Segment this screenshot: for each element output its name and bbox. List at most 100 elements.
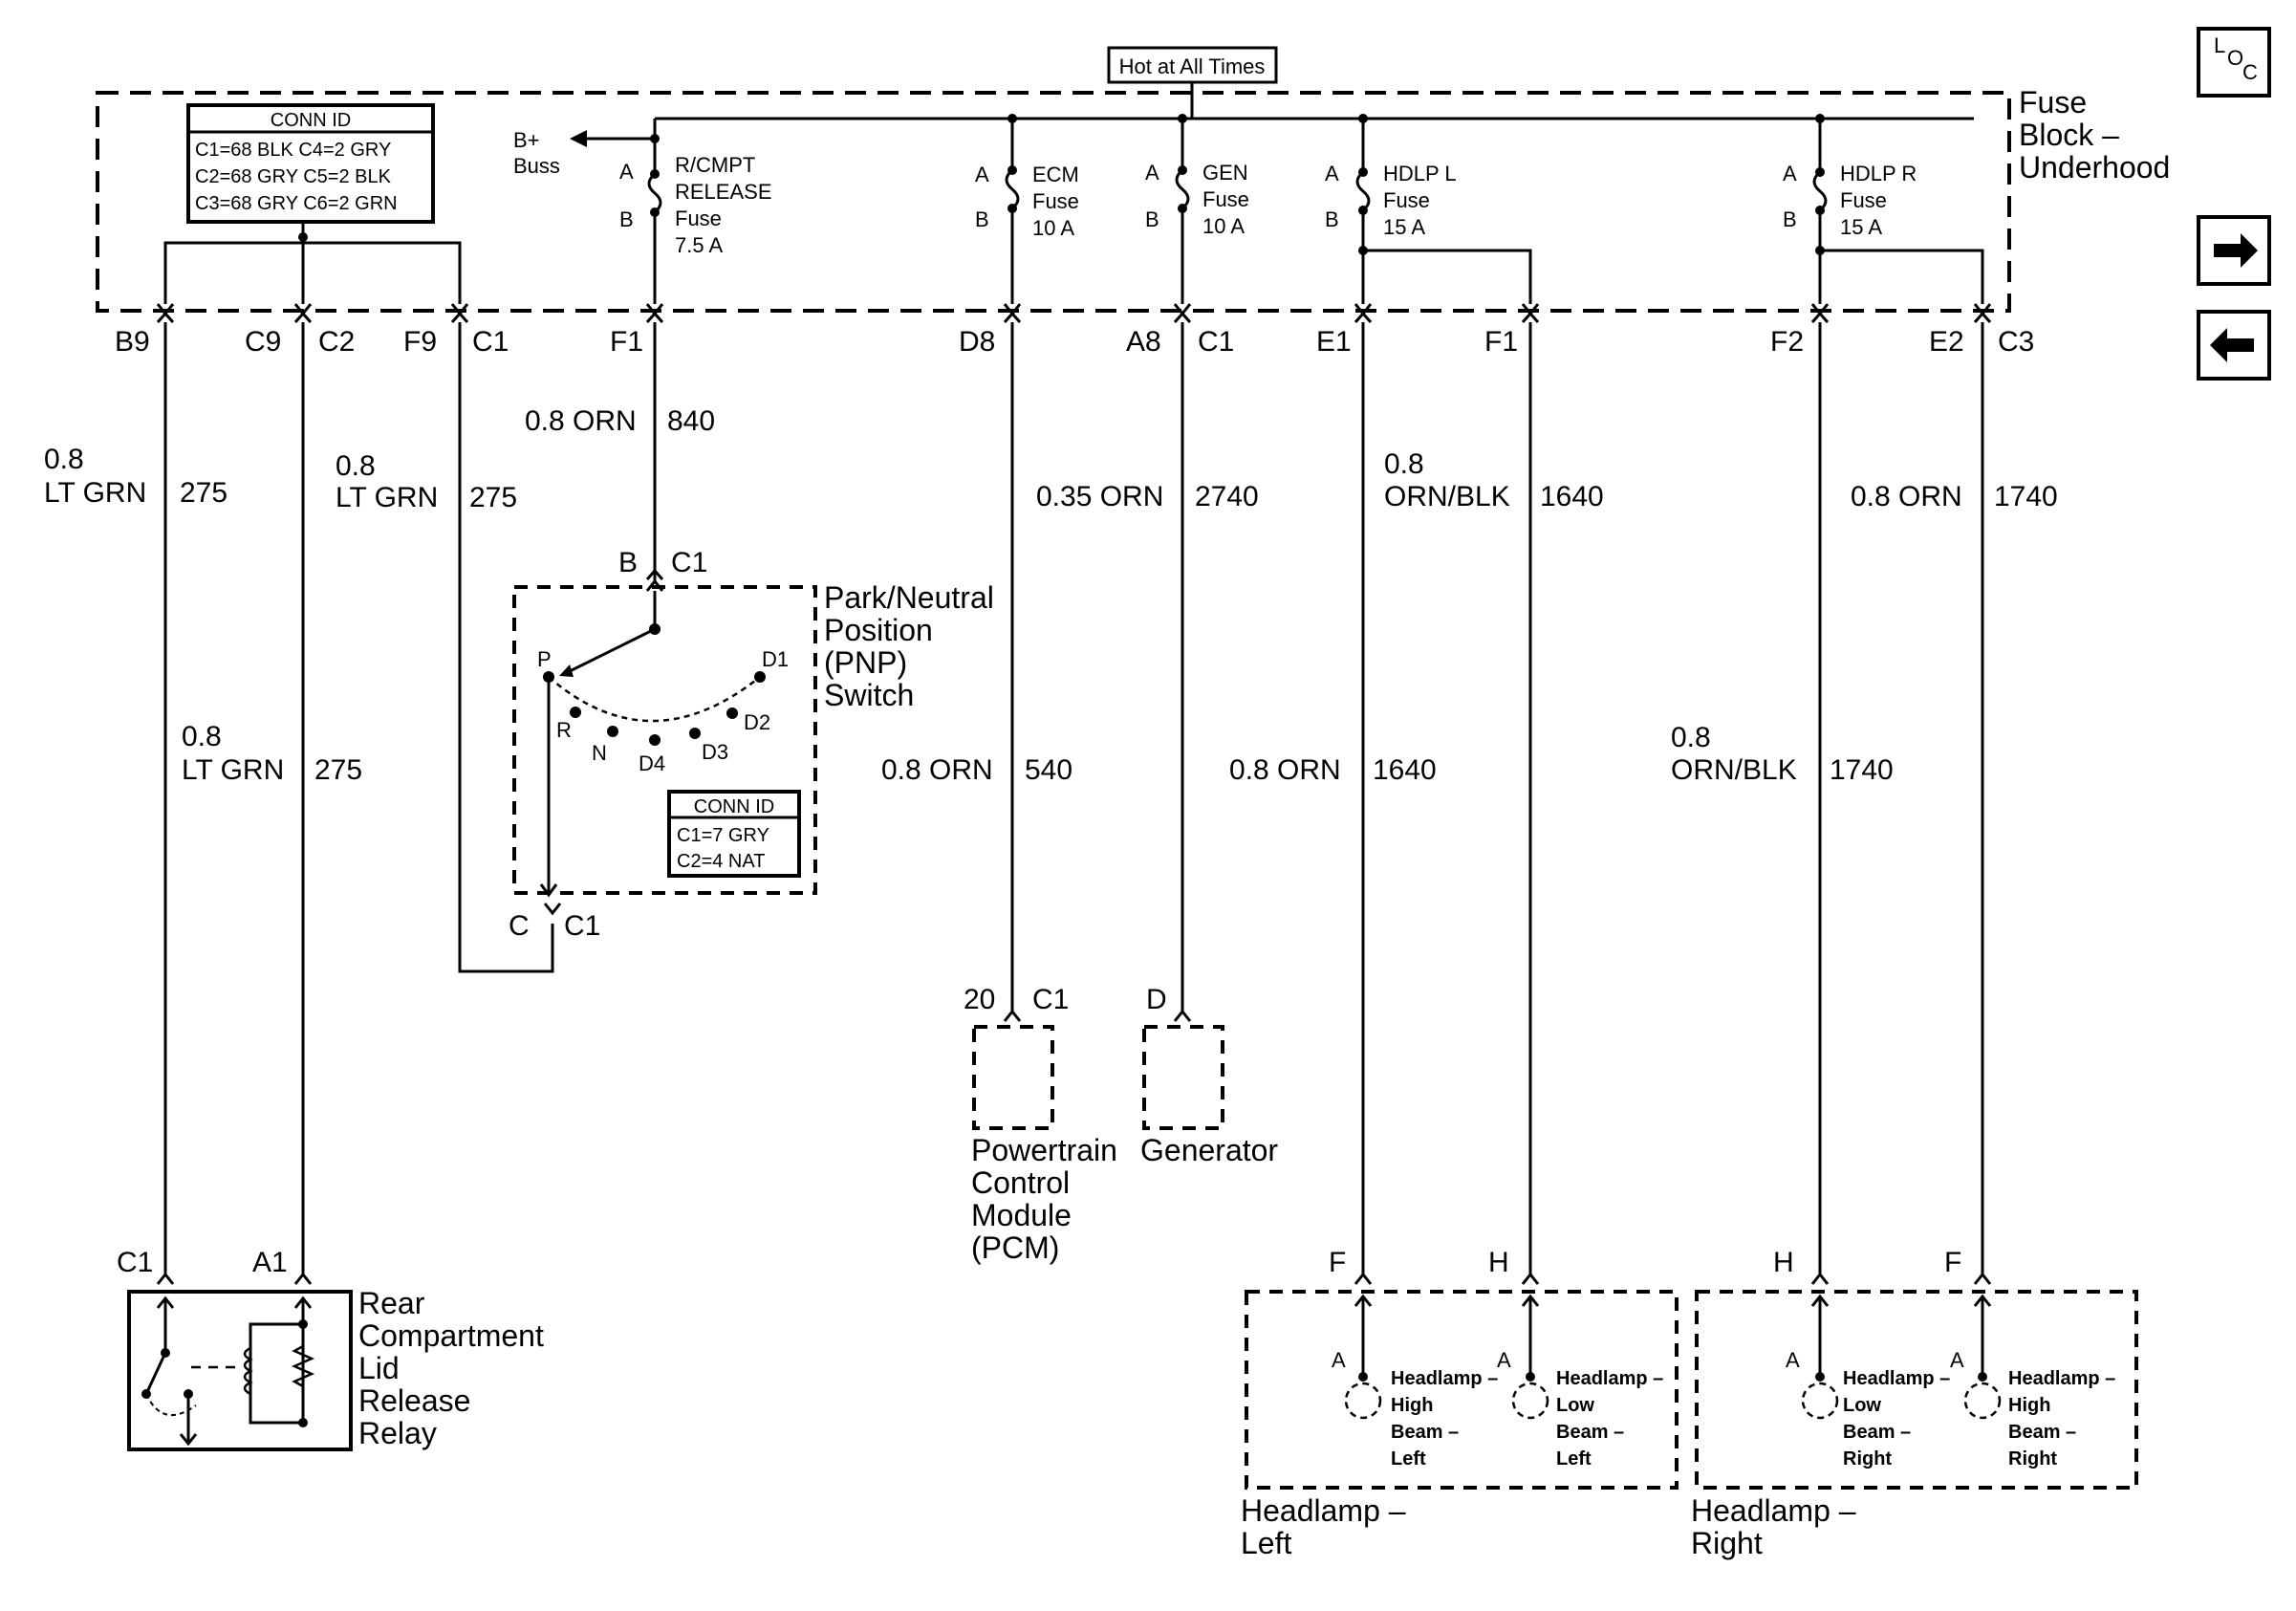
svg-text:Compartment: Compartment bbox=[358, 1318, 544, 1353]
svg-text:0.8: 0.8 bbox=[182, 721, 222, 752]
svg-text:Headlamp –: Headlamp – bbox=[1691, 1493, 1856, 1528]
svg-text:Right: Right bbox=[2008, 1448, 2057, 1469]
wire-275-f9 bbox=[458, 322, 554, 973]
svg-text:D4: D4 bbox=[639, 751, 665, 775]
svg-text:Park/Neutral: Park/Neutral bbox=[824, 580, 994, 615]
lamp-icon bbox=[1801, 1382, 1839, 1420]
svg-text:Headlamp –: Headlamp – bbox=[1241, 1493, 1406, 1528]
svg-text:B: B bbox=[975, 207, 989, 231]
lamp-icon bbox=[1511, 1382, 1549, 1420]
svg-text:20: 20 bbox=[964, 984, 995, 1015]
headlamp-right: H F A A Headlamp – Low Beam – Right Head… bbox=[1691, 1247, 2138, 1560]
svg-text:A8: A8 bbox=[1126, 326, 1161, 358]
svg-text:275: 275 bbox=[180, 477, 227, 509]
svg-text:C2: C2 bbox=[318, 326, 355, 358]
svg-text:Lid: Lid bbox=[358, 1351, 400, 1385]
svg-text:Hot at All Times: Hot at All Times bbox=[1119, 54, 1266, 78]
svg-text:D8: D8 bbox=[959, 326, 995, 358]
svg-text:275: 275 bbox=[469, 482, 517, 513]
fuse-hdlp-l: A B HDLP L Fuse 15 A bbox=[1325, 114, 1532, 304]
svg-text:B+: B+ bbox=[513, 128, 540, 152]
svg-text:Headlamp –: Headlamp – bbox=[1391, 1368, 1498, 1389]
svg-text:0.8: 0.8 bbox=[336, 450, 376, 482]
svg-text:Low: Low bbox=[1556, 1395, 1594, 1416]
lamp-icon bbox=[1344, 1382, 1382, 1420]
svg-text:C: C bbox=[509, 910, 530, 942]
svg-text:F: F bbox=[1329, 1247, 1346, 1278]
svg-text:Right: Right bbox=[1691, 1526, 1763, 1560]
svg-text:C1=68 BLK C4=2 GRY: C1=68 BLK C4=2 GRY bbox=[195, 140, 391, 161]
svg-text:F1: F1 bbox=[610, 326, 643, 358]
fuse-block-label: Fuse Block – Underhood bbox=[2019, 85, 2170, 185]
svg-text:15 A: 15 A bbox=[1383, 215, 1425, 239]
svg-text:Right: Right bbox=[1843, 1448, 1892, 1469]
pnp-switch-label: Park/Neutral Position (PNP) Switch bbox=[824, 580, 994, 712]
svg-text:Fuse: Fuse bbox=[1383, 188, 1430, 212]
fuse-block-pins: B9 C9 C2 F9 C1 F1 D8 A8 C1 E1 F1 F2 E2 C… bbox=[115, 326, 2034, 358]
svg-text:H: H bbox=[1773, 1247, 1794, 1278]
svg-text:B: B bbox=[1145, 207, 1159, 231]
svg-text:0.8 ORN: 0.8 ORN bbox=[881, 754, 993, 786]
svg-text:CONN ID: CONN ID bbox=[694, 796, 774, 817]
svg-text:E2: E2 bbox=[1929, 326, 1964, 358]
svg-text:Fuse: Fuse bbox=[1840, 188, 1887, 212]
relay-label: Rear Compartment Lid Release Relay bbox=[358, 1286, 544, 1450]
svg-text:10 A: 10 A bbox=[1032, 216, 1074, 240]
svg-text:A: A bbox=[1325, 162, 1339, 185]
svg-text:Fuse: Fuse bbox=[2019, 85, 2087, 120]
svg-text:C1: C1 bbox=[671, 547, 707, 578]
fuse-block-conn-id: CONN ID C1=68 BLK C4=2 GRY C2=68 GRY C5=… bbox=[186, 103, 435, 224]
svg-text:C1: C1 bbox=[564, 910, 600, 942]
svg-text:F2: F2 bbox=[1770, 326, 1804, 358]
powertrain-control-module: 20 C1 Powertrain Control Module (PCM) bbox=[964, 984, 1117, 1265]
svg-text:C2=68 GRY C5=2 BLK: C2=68 GRY C5=2 BLK bbox=[195, 166, 392, 187]
svg-text:Fuse: Fuse bbox=[1032, 189, 1079, 213]
svg-text:A1: A1 bbox=[252, 1247, 288, 1278]
svg-text:0.35 ORN: 0.35 ORN bbox=[1036, 481, 1163, 512]
fuse-rcmpt-release: A B R/CMPT RELEASE Fuse 7.5 A bbox=[619, 119, 772, 304]
svg-text:A: A bbox=[1950, 1348, 1964, 1372]
svg-text:ORN/BLK: ORN/BLK bbox=[1671, 754, 1797, 786]
svg-text:B: B bbox=[618, 547, 638, 578]
svg-text:A: A bbox=[1145, 161, 1159, 185]
svg-text:LT GRN: LT GRN bbox=[44, 477, 146, 509]
svg-text:Left: Left bbox=[1556, 1448, 1592, 1469]
svg-text:Rear: Rear bbox=[358, 1286, 425, 1320]
svg-text:Beam –: Beam – bbox=[2008, 1422, 2076, 1443]
svg-text:Position: Position bbox=[824, 613, 933, 647]
svg-text:Left: Left bbox=[1241, 1526, 1291, 1560]
svg-text:Powertrain: Powertrain bbox=[971, 1133, 1117, 1167]
generator: D Generator bbox=[1140, 984, 1278, 1167]
svg-text:A: A bbox=[1786, 1348, 1800, 1372]
svg-text:R/CMPT: R/CMPT bbox=[675, 153, 755, 177]
loc-icon[interactable]: L O C bbox=[2197, 27, 2271, 98]
svg-text:Switch: Switch bbox=[824, 678, 914, 712]
svg-text:B9: B9 bbox=[115, 326, 150, 358]
svg-text:L: L bbox=[2214, 33, 2225, 57]
svg-text:1640: 1640 bbox=[1540, 481, 1604, 512]
hot-at-all-times-label: Hot at All Times bbox=[1107, 46, 1278, 84]
fuse-ecm: A B ECM Fuse 10 A bbox=[975, 114, 1079, 304]
svg-text:B: B bbox=[619, 207, 634, 231]
svg-text:Module: Module bbox=[971, 1198, 1072, 1232]
arrow-left-icon bbox=[570, 130, 587, 147]
svg-text:A: A bbox=[975, 163, 989, 186]
svg-text:Beam –: Beam – bbox=[1843, 1422, 1911, 1443]
svg-text:F9: F9 bbox=[403, 326, 437, 358]
svg-text:1640: 1640 bbox=[1373, 754, 1437, 786]
svg-text:Low: Low bbox=[1843, 1395, 1881, 1416]
fuse-block-connectors bbox=[156, 302, 1992, 323]
svg-text:2740: 2740 bbox=[1195, 481, 1259, 512]
lamp-icon bbox=[1963, 1382, 2002, 1420]
svg-text:HDLP R: HDLP R bbox=[1840, 162, 1917, 185]
next-page-button[interactable] bbox=[2197, 215, 2271, 286]
svg-text:C1: C1 bbox=[1198, 326, 1234, 358]
headlamp-left: F H A A Headlamp – High Beam – Left Head… bbox=[1241, 1247, 1679, 1560]
svg-text:Fuse: Fuse bbox=[675, 207, 722, 230]
svg-text:B: B bbox=[1325, 207, 1339, 231]
svg-text:D2: D2 bbox=[744, 710, 770, 734]
svg-text:GEN: GEN bbox=[1202, 161, 1248, 185]
svg-text:ORN/BLK: ORN/BLK bbox=[1384, 481, 1510, 512]
previous-page-button[interactable] bbox=[2197, 310, 2271, 381]
